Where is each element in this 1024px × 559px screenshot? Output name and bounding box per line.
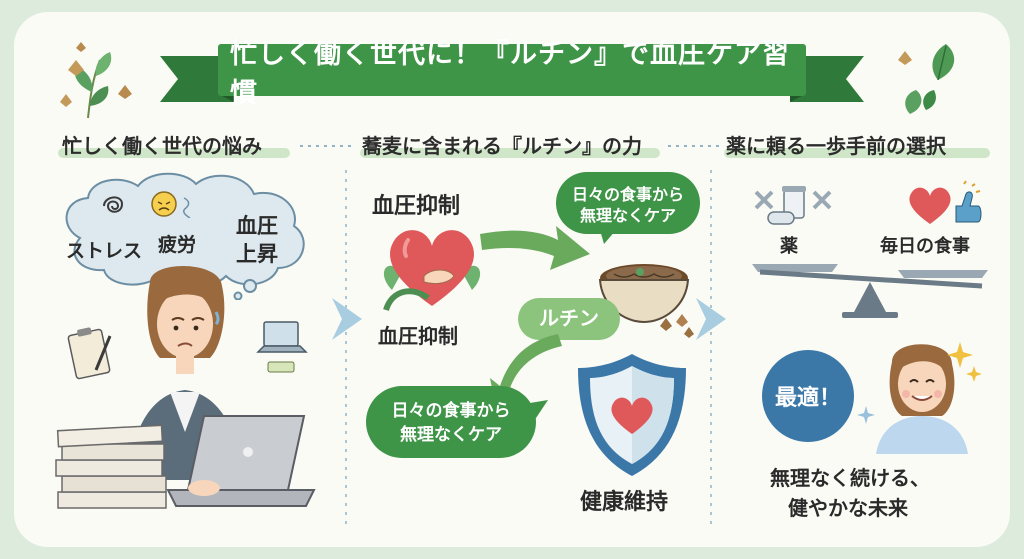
column-title-rutin: 蕎麦に含まれる『ルチン』の力	[362, 134, 642, 158]
arrow-right-icon	[480, 226, 590, 270]
soba-bowl-icon	[598, 264, 690, 324]
label-health-maintenance: 健康維持	[580, 490, 669, 515]
shield-heart-icon	[578, 354, 686, 476]
buckwheat-seeds-icon	[660, 314, 694, 338]
speech-bubble	[556, 172, 700, 244]
column-title-choice: 薬に頼る一歩手前の選択	[726, 134, 946, 158]
sparkle-icon	[947, 342, 982, 382]
smiling-woman-illustration	[876, 344, 968, 454]
column-title-worries: 忙しく働く世代の悩み	[62, 134, 262, 158]
bubble-left-line2: 無理なくケア	[400, 425, 502, 445]
medicine-crossed-icon	[754, 186, 832, 225]
column-divider	[345, 170, 347, 530]
sparkle-icon	[857, 406, 875, 424]
laptop-icon	[166, 415, 316, 507]
laptop-icon	[256, 321, 308, 353]
balance-scale-icon	[752, 264, 988, 318]
tangle-icon	[103, 196, 124, 213]
bubble-left-line1: 日々の食事から	[391, 401, 511, 421]
banner-title: 忙しく働く世代に！『ルチン』で血圧ケア習慣	[230, 39, 790, 109]
bubble-top-line1: 日々の食事から	[571, 185, 684, 204]
label-daily-meal: 毎日の食事	[880, 236, 970, 257]
buckwheat-leaf-icon	[60, 42, 132, 119]
column-divider	[710, 170, 712, 530]
title-highlight	[360, 148, 660, 158]
caption-line1: 無理なく続ける、	[770, 466, 930, 490]
thought-cloud	[65, 172, 305, 300]
title-highlight	[58, 148, 290, 158]
speech-bubble	[366, 386, 548, 458]
worry-fatigue: 疲労	[158, 234, 197, 256]
heart-thumbs-up-icon	[909, 180, 982, 224]
dotted-connector	[300, 145, 356, 147]
chevron-right-icon	[332, 298, 362, 340]
badge-optimal-text: 最適！	[774, 386, 841, 411]
worry-stress: ストレス	[66, 240, 143, 262]
bubble-top-line2: 無理なくケア	[579, 206, 676, 225]
green-leaf-icon	[898, 44, 955, 114]
optimal-badge	[762, 350, 854, 442]
label-medicine: 薬	[780, 236, 798, 257]
label-bp-suppression-bottom: 血圧抑制	[378, 324, 458, 348]
label-bp-suppression-top: 血圧抑制	[372, 194, 461, 219]
tired-face-icon	[151, 191, 191, 218]
worry-bp-rise-line2: 上昇	[236, 242, 278, 266]
rutin-center-label: ルチン	[539, 306, 599, 330]
worry-bp-rise-line1: 血圧	[236, 214, 278, 238]
card-icon	[267, 361, 295, 373]
title-banner: 忙しく働く世代に！『ルチン』で血圧ケア習慣	[160, 36, 864, 109]
paper-stack-icon	[55, 424, 167, 509]
caption-line2: 健やかな未来	[788, 496, 908, 520]
dotted-connector	[668, 145, 720, 147]
rutin-label-pill	[518, 298, 620, 340]
clipboard-icon	[67, 327, 112, 380]
chevron-right-icon	[696, 298, 726, 340]
heart-hands-icon	[383, 230, 481, 312]
title-highlight	[724, 148, 990, 158]
